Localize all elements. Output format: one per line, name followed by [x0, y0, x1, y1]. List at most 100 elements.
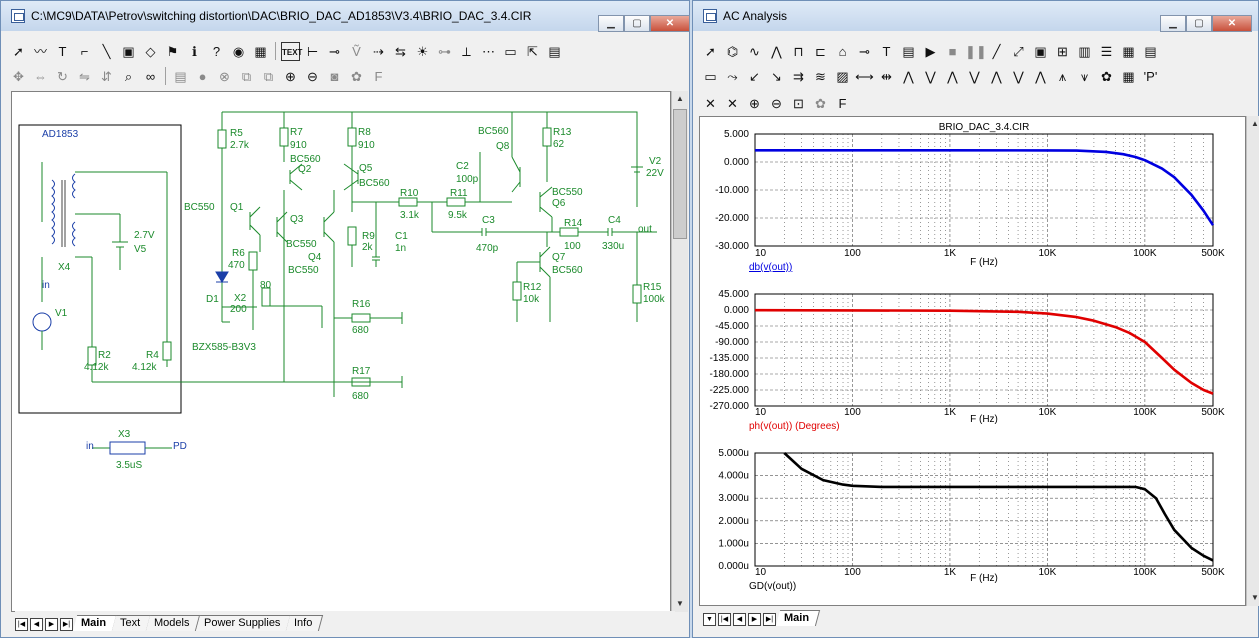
probe-icon[interactable]: ▦ — [254, 43, 267, 59]
layout-1-icon[interactable]: ▥ — [1078, 43, 1091, 59]
waves-icon[interactable]: ≋ — [815, 68, 826, 84]
flip-y-icon[interactable]: ⇵ — [101, 68, 112, 84]
scale-y-icon[interactable]: ✕ — [727, 95, 738, 111]
global-low-icon[interactable]: ⋀ — [1035, 68, 1046, 84]
line-icon[interactable]: ╱ — [992, 43, 1001, 59]
node-numbers-icon[interactable]: ⊢ — [306, 43, 319, 59]
next-tab-icon[interactable]: ▶ — [45, 618, 58, 631]
high-icon[interactable]: ⋀ — [947, 68, 958, 84]
next-interp-icon[interactable]: ⇹ — [881, 68, 892, 84]
cancel-icon[interactable]: ⊗ — [219, 68, 230, 84]
grid-icon[interactable]: ⋯ — [482, 43, 495, 59]
analysis-next-tab-icon[interactable]: ▶ — [748, 613, 761, 626]
comment-icon[interactable]: ▤ — [174, 68, 187, 84]
p-icon[interactable]: 'P' — [1143, 68, 1158, 84]
tab-info[interactable]: Info — [286, 615, 324, 631]
globe-icon[interactable]: ◉ — [232, 43, 245, 59]
schematic-titlebar[interactable]: C:\MC9\DATA\Petrov\switching distortion\… — [1, 1, 690, 32]
settings-icon[interactable]: ✿ — [1101, 68, 1112, 84]
tab-main[interactable]: Main — [72, 615, 118, 631]
window-icon[interactable]: ▭ — [504, 43, 517, 59]
cursor-both-icon[interactable]: ⇉ — [793, 68, 804, 84]
table-icon[interactable]: ▦ — [1122, 68, 1135, 84]
box-icon[interactable]: ▭ — [704, 68, 717, 84]
condition-icon[interactable]: ☀ — [416, 43, 429, 59]
point-tag-icon[interactable]: ⊸ — [859, 43, 870, 59]
palette-icon[interactable]: ✿ — [351, 68, 362, 84]
peak-up-icon[interactable]: ⋀ — [903, 68, 914, 84]
analysis-last-tab-icon[interactable]: ▶| — [763, 613, 776, 626]
analysis-first-tab-icon[interactable]: |◀ — [718, 613, 731, 626]
analysis-properties-icon[interactable]: ▤ — [902, 43, 915, 59]
marker-icon[interactable]: ⌂ — [838, 43, 847, 59]
wire-ortho-icon[interactable]: ⌐ — [80, 43, 89, 59]
tag-icon[interactable]: ⊏ — [815, 43, 826, 59]
wire-icon[interactable]: 〰 — [33, 43, 47, 59]
font-icon[interactable]: F — [374, 68, 383, 84]
bottom-icon[interactable]: ⩛ — [1080, 68, 1089, 84]
layout-4-icon[interactable]: ▤ — [1144, 43, 1157, 59]
stop-run-icon[interactable]: ■ — [948, 43, 957, 59]
scroll-thumb[interactable] — [673, 109, 687, 239]
slope-icon[interactable]: ⊓ — [793, 43, 804, 59]
tab-power-supplies[interactable]: Power Supplies — [195, 615, 292, 631]
minimize-button[interactable]: ▁ — [598, 15, 624, 32]
maximize-button[interactable]: ▢ — [624, 15, 650, 32]
copy-icon[interactable]: ⧉ — [241, 68, 252, 84]
pause-icon[interactable]: ❚❚ — [965, 43, 987, 59]
select-icon[interactable]: ➚ — [705, 43, 716, 59]
scale-x-icon[interactable]: ✕ — [705, 95, 716, 111]
mirror-icon[interactable]: ⇔ — [34, 68, 47, 84]
component-icon[interactable]: ▣ — [122, 43, 135, 59]
flag-icon[interactable]: ⚑ — [166, 43, 179, 59]
valley-icon[interactable]: ⋁ — [925, 68, 936, 84]
rotate-icon[interactable]: ↻ — [57, 68, 68, 84]
analysis-palette-icon[interactable]: ✿ — [815, 95, 826, 111]
scroll-down-icon[interactable]: ▼ — [676, 599, 684, 608]
scope-icon[interactable]: ⌬ — [726, 43, 739, 59]
cursor-right-icon[interactable]: ↘ — [771, 68, 782, 84]
zoom-out-icon[interactable]: ⊖ — [307, 68, 318, 84]
cursor-left-icon[interactable]: ↙ — [749, 68, 760, 84]
diagonal-wire-icon[interactable]: ╲ — [102, 43, 111, 59]
wave-icon[interactable]: ∿ — [749, 43, 760, 59]
analysis-zoom-in-icon[interactable]: ⊕ — [749, 95, 760, 111]
global-high-icon[interactable]: ⋁ — [1013, 68, 1024, 84]
analysis-close-button[interactable]: ✕ — [1212, 15, 1252, 32]
run-icon[interactable]: ▶ — [925, 43, 936, 59]
select-arrow-icon[interactable]: ➚ — [13, 43, 24, 59]
analysis-dropdown-icon[interactable]: ▼ — [703, 613, 716, 626]
next-point-icon[interactable]: ⟷ — [855, 68, 874, 84]
close-button[interactable]: ✕ — [650, 15, 690, 32]
analysis-prev-tab-icon[interactable]: ◀ — [733, 613, 746, 626]
first-tab-icon[interactable]: |◀ — [15, 618, 28, 631]
analysis-titlebar[interactable]: AC Analysis ▁ ▢ ✕ — [693, 1, 1258, 32]
info-icon[interactable]: ℹ — [192, 43, 197, 59]
analysis-scroll-down-icon[interactable]: ▼ — [1251, 593, 1259, 602]
zoom-fit-icon[interactable]: ⊡ — [793, 95, 804, 111]
properties-icon[interactable]: ▤ — [548, 43, 561, 59]
cursor-mode-icon[interactable]: ⇱ — [527, 43, 538, 59]
analysis-font-icon[interactable]: F — [838, 95, 847, 111]
chart-box-icon[interactable]: ▨ — [836, 68, 849, 84]
pin-connections-icon[interactable]: ⟂ — [462, 43, 471, 59]
find-icon[interactable]: ⌕ — [124, 68, 133, 84]
schematic-vertical-scrollbar[interactable]: ▲ ▼ — [671, 91, 688, 612]
flip-x-icon[interactable]: ⇋ — [79, 68, 90, 84]
prev-tab-icon[interactable]: ◀ — [30, 618, 43, 631]
text-icon[interactable]: T — [58, 43, 67, 59]
voltage-icon[interactable]: Ṽ — [352, 43, 361, 59]
text-toggle-icon[interactable]: TEXT — [281, 41, 302, 61]
pin-icon[interactable]: ⊸ — [329, 43, 340, 59]
trace-icon[interactable]: ⤳ — [727, 68, 738, 84]
analysis-maximize-button[interactable]: ▢ — [1186, 15, 1212, 32]
on-off-icon[interactable]: ⊶ — [438, 43, 451, 59]
power-icon[interactable]: ⇆ — [395, 43, 406, 59]
arrow-line-icon[interactable]: ⤢ — [1013, 43, 1024, 59]
frame-icon[interactable]: ▣ — [1034, 43, 1047, 59]
current-icon[interactable]: ⇢ — [373, 43, 384, 59]
move-icon[interactable]: ✥ — [13, 68, 24, 84]
layout-3-icon[interactable]: ▦ — [1122, 43, 1135, 59]
help-icon[interactable]: ? — [212, 43, 221, 59]
